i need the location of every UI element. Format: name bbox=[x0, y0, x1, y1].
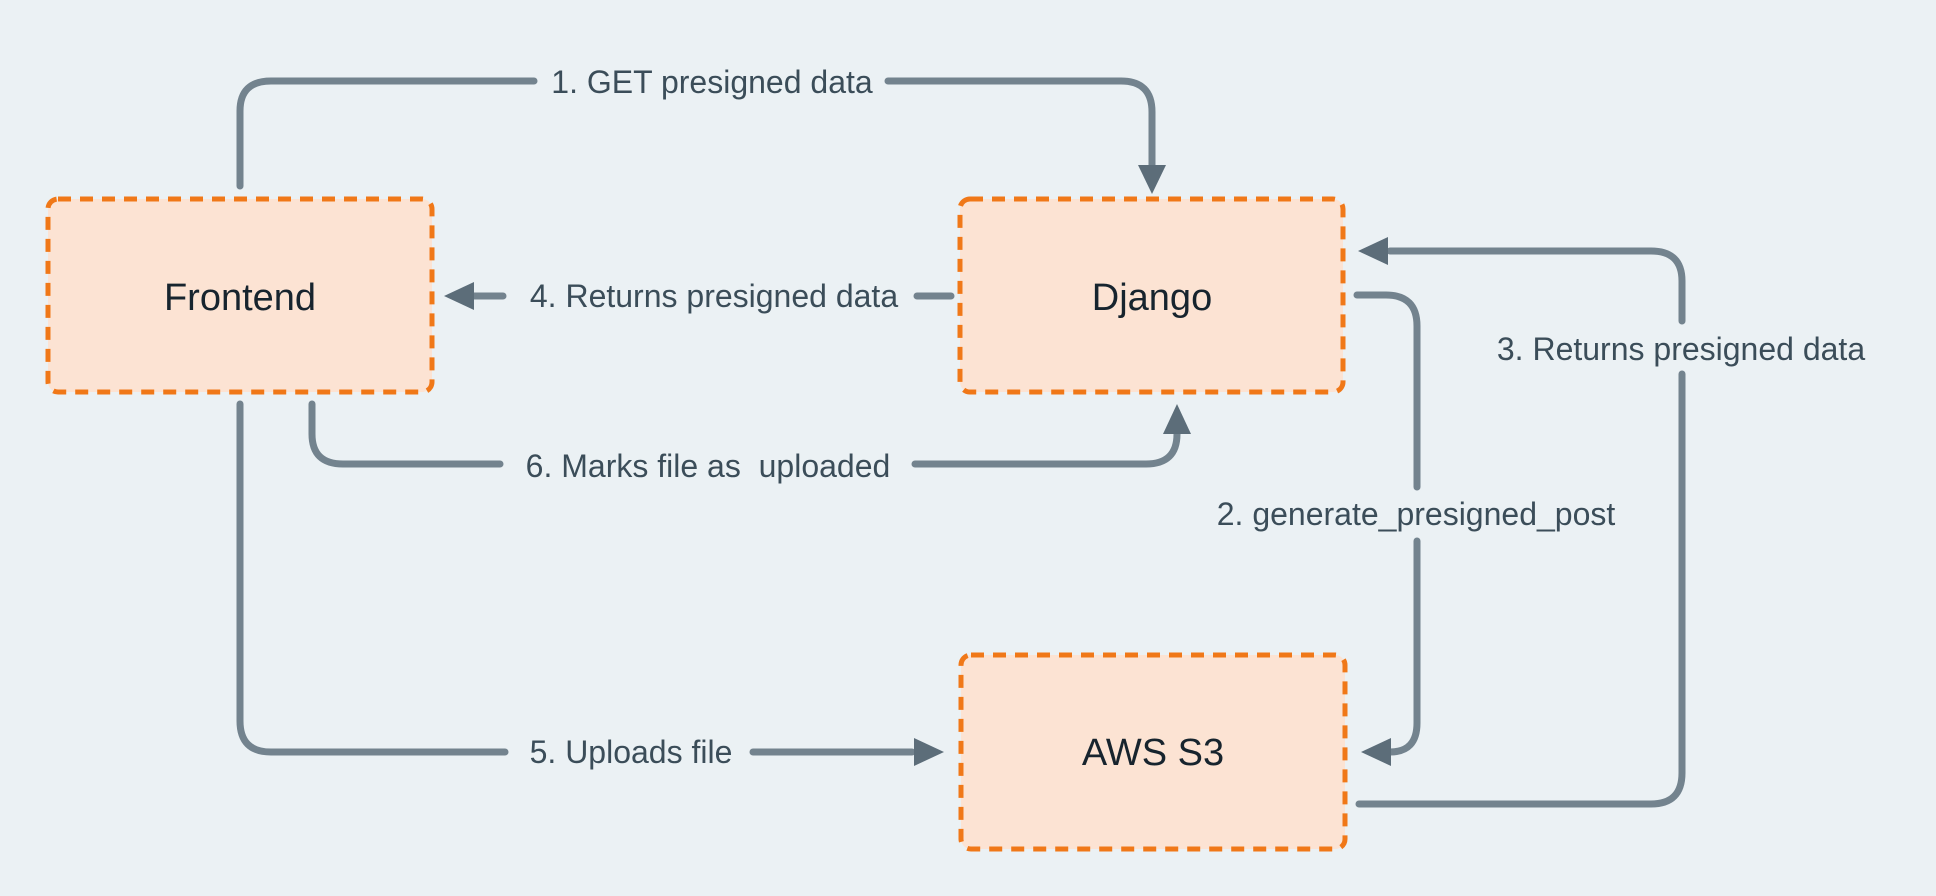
edge-1-get-presigned-data: 1. GET presigned data bbox=[236, 64, 1166, 194]
edge-4-arrowhead bbox=[444, 282, 474, 310]
edge-3-label: 3. Returns presigned data bbox=[1497, 331, 1865, 367]
edge-6-arrowhead bbox=[1163, 404, 1191, 434]
edge-2-segment-b bbox=[1386, 537, 1421, 756]
node-aws-s3-box bbox=[958, 652, 1348, 852]
node-frontend-box bbox=[45, 196, 435, 395]
edge-1-arrowhead bbox=[1138, 165, 1166, 194]
node-frontend: Frontend bbox=[45, 196, 435, 395]
edge-2-label: 2. generate_presigned_post bbox=[1217, 496, 1616, 532]
edge-6-label: 6. Marks file as uploaded bbox=[526, 448, 891, 484]
edge-1-label: 1. GET presigned data bbox=[551, 64, 873, 100]
edge-4-returns-presigned-data: 4. Returns presigned data bbox=[444, 278, 955, 314]
edges-layer: 1. GET presigned data 2. generate_presig… bbox=[236, 64, 1865, 808]
edge-6-segment-b bbox=[911, 430, 1181, 468]
nodes-layer: Frontend Django AWS S3 bbox=[45, 196, 1348, 852]
node-aws-s3-label: AWS S3 bbox=[1082, 732, 1224, 774]
node-frontend-label: Frontend bbox=[164, 277, 316, 319]
edge-3-returns-presigned-data: 3. Returns presigned data bbox=[1355, 237, 1865, 808]
edge-5-segment-a bbox=[236, 400, 509, 756]
edge-6-marks-file-uploaded: 6. Marks file as uploaded bbox=[308, 400, 1191, 484]
node-django-box bbox=[957, 196, 1346, 395]
node-django: Django bbox=[957, 196, 1346, 395]
edge-3-segment-b bbox=[1386, 247, 1686, 325]
edge-1-segment-b bbox=[884, 77, 1156, 170]
edge-3-segment-a bbox=[1355, 370, 1686, 808]
node-django-label: Django bbox=[1092, 277, 1212, 319]
edge-2-segment-a bbox=[1353, 291, 1421, 491]
node-aws-s3: AWS S3 bbox=[958, 652, 1348, 852]
edge-6-segment-a bbox=[308, 400, 504, 468]
edge-5-label: 5. Uploads file bbox=[530, 734, 733, 770]
edge-2-generate-presigned-post: 2. generate_presigned_post bbox=[1217, 291, 1616, 766]
edge-5-uploads-file: 5. Uploads file bbox=[236, 400, 944, 770]
edge-4-label: 4. Returns presigned data bbox=[530, 278, 898, 314]
edge-2-arrowhead bbox=[1361, 738, 1391, 766]
edge-5-arrowhead bbox=[914, 738, 944, 766]
edge-3-arrowhead bbox=[1358, 237, 1388, 265]
edge-1-segment-a bbox=[236, 77, 538, 190]
